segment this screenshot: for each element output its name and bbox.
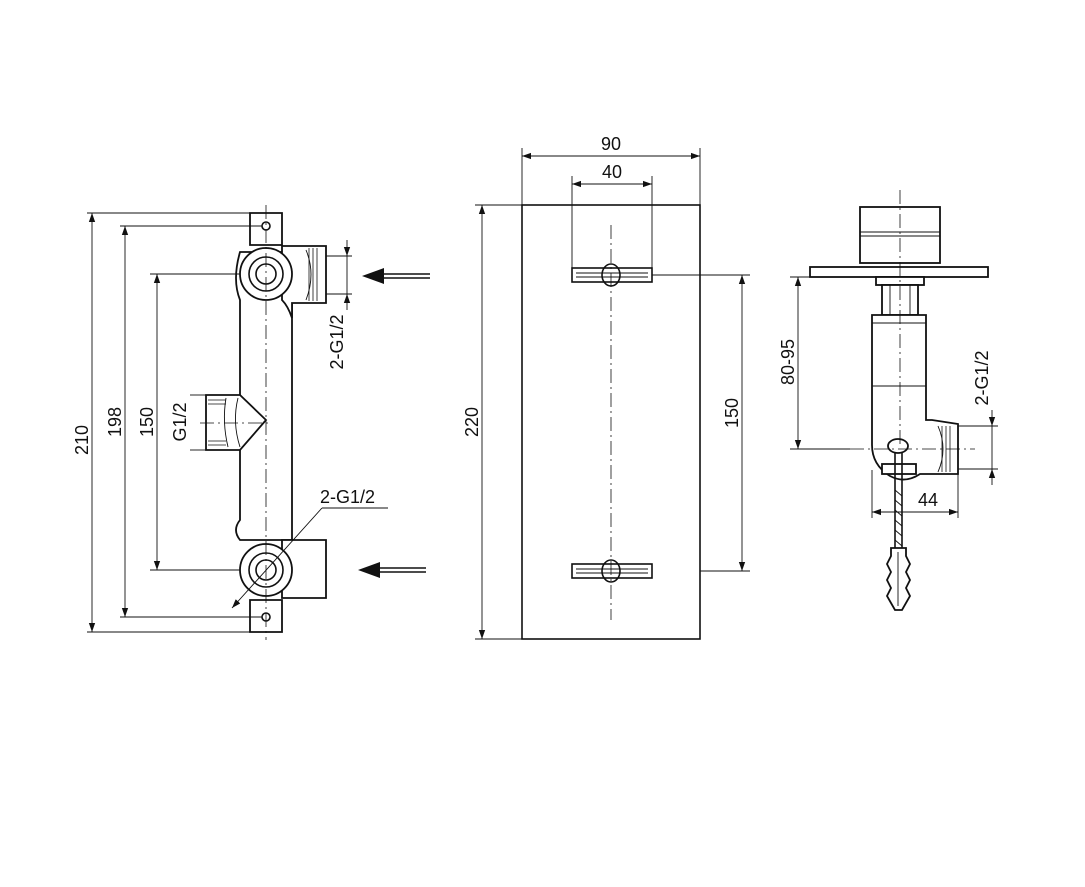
valve-body-view: 210 198 150 G1/2 2-G1/2 2-G1/2 — [72, 205, 430, 640]
side-knob — [859, 206, 941, 264]
inlet-boss — [205, 394, 268, 451]
cover-plate — [521, 204, 701, 640]
dim-label-220: 220 — [462, 407, 482, 437]
front-plate-view: 90 40 220 150 — [462, 134, 750, 640]
dim-label-150-plate: 150 — [722, 398, 742, 428]
dim-label-150-body: 150 — [137, 407, 157, 437]
dim-label-198: 198 — [105, 407, 125, 437]
dim-label-44: 44 — [918, 490, 938, 510]
upper-outlet-boss — [281, 245, 327, 319]
lower-handle — [571, 559, 653, 583]
upper-handle — [571, 263, 653, 287]
dim-label-40: 40 — [602, 162, 622, 182]
valve-main-body — [235, 251, 293, 541]
label-side-thread: 2-G1/2 — [972, 350, 992, 405]
lower-flow-arrow — [358, 562, 426, 578]
outlet-leader-line — [231, 507, 323, 609]
upper-flow-arrow — [362, 268, 430, 284]
side-valve-body — [871, 314, 959, 481]
side-wall-plate — [809, 266, 989, 278]
side-wall-anchor — [885, 547, 912, 611]
side-screw-washer — [881, 463, 917, 475]
side-view: 80-95 2-G1/2 44 — [778, 190, 998, 611]
dim-label-210: 210 — [72, 425, 92, 455]
label-inlet-thread: G1/2 — [170, 402, 190, 441]
dim-label-80-95: 80-95 — [778, 339, 798, 385]
side-screw-head — [887, 438, 909, 454]
inlet-thread-hatch — [208, 397, 241, 448]
dim-label-90: 90 — [601, 134, 621, 154]
label-outlets-leader: 2-G1/2 — [320, 487, 375, 507]
label-outlets-side: 2-G1/2 — [327, 314, 347, 369]
upper-outlet-thread-hatch — [305, 248, 318, 301]
